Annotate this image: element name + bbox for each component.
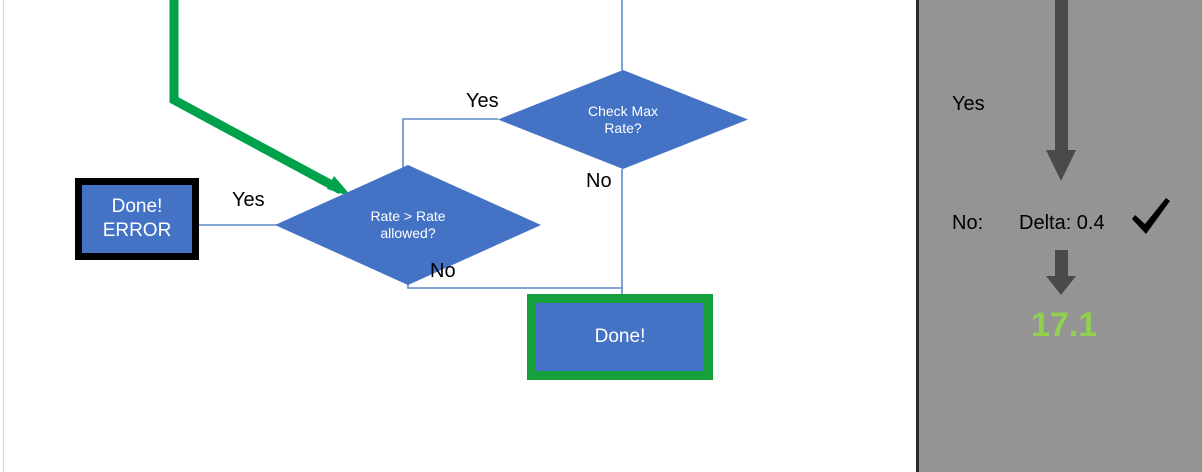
terminal-done-error-label: Done! ERROR	[102, 196, 172, 241]
diamond-shape-maxrate	[498, 70, 748, 169]
decision-maxrate-label: Check Max Rate?	[587, 102, 659, 136]
terminal-done-error[interactable]: Done! ERROR	[75, 178, 199, 260]
edge-label-no-to-done: No	[430, 260, 456, 282]
checkmark-icon	[1132, 198, 1170, 234]
decision-rate-greater-than-allowed[interactable]: Rate > Rate allowed?	[275, 165, 541, 285]
side-panel: Yes No: Delta: 0.4 17.1	[916, 0, 1202, 472]
terminal-done-label: Done!	[594, 326, 646, 348]
panel-yes-label: Yes	[952, 93, 985, 115]
panel-result-value: 17.1	[1031, 306, 1098, 344]
edge-label-yes-to-rate-check: Yes	[466, 90, 499, 112]
terminal-done[interactable]: Done!	[527, 294, 713, 380]
decision-rate-label: Rate > Rate allowed?	[370, 208, 446, 241]
green-highlight-arrow	[169, 0, 352, 197]
panel-no-label: No:	[952, 212, 984, 234]
panel-delta-value: Delta: 0.4	[1019, 212, 1105, 234]
decision-check-max-rate[interactable]: Check Max Rate?	[498, 70, 748, 169]
down-arrow-icon-top	[1046, 0, 1076, 181]
edge-label-yes-to-error: Yes	[232, 189, 265, 211]
slide-left-edge	[3, 0, 4, 472]
down-arrow-icon-bottom	[1046, 250, 1076, 295]
edge-label-no-from-max-rate: No	[586, 170, 612, 192]
diamond-shape-rate	[275, 165, 541, 285]
flowchart-region: Rate > Rate allowed? Check Max Rate? Don…	[75, 0, 748, 380]
